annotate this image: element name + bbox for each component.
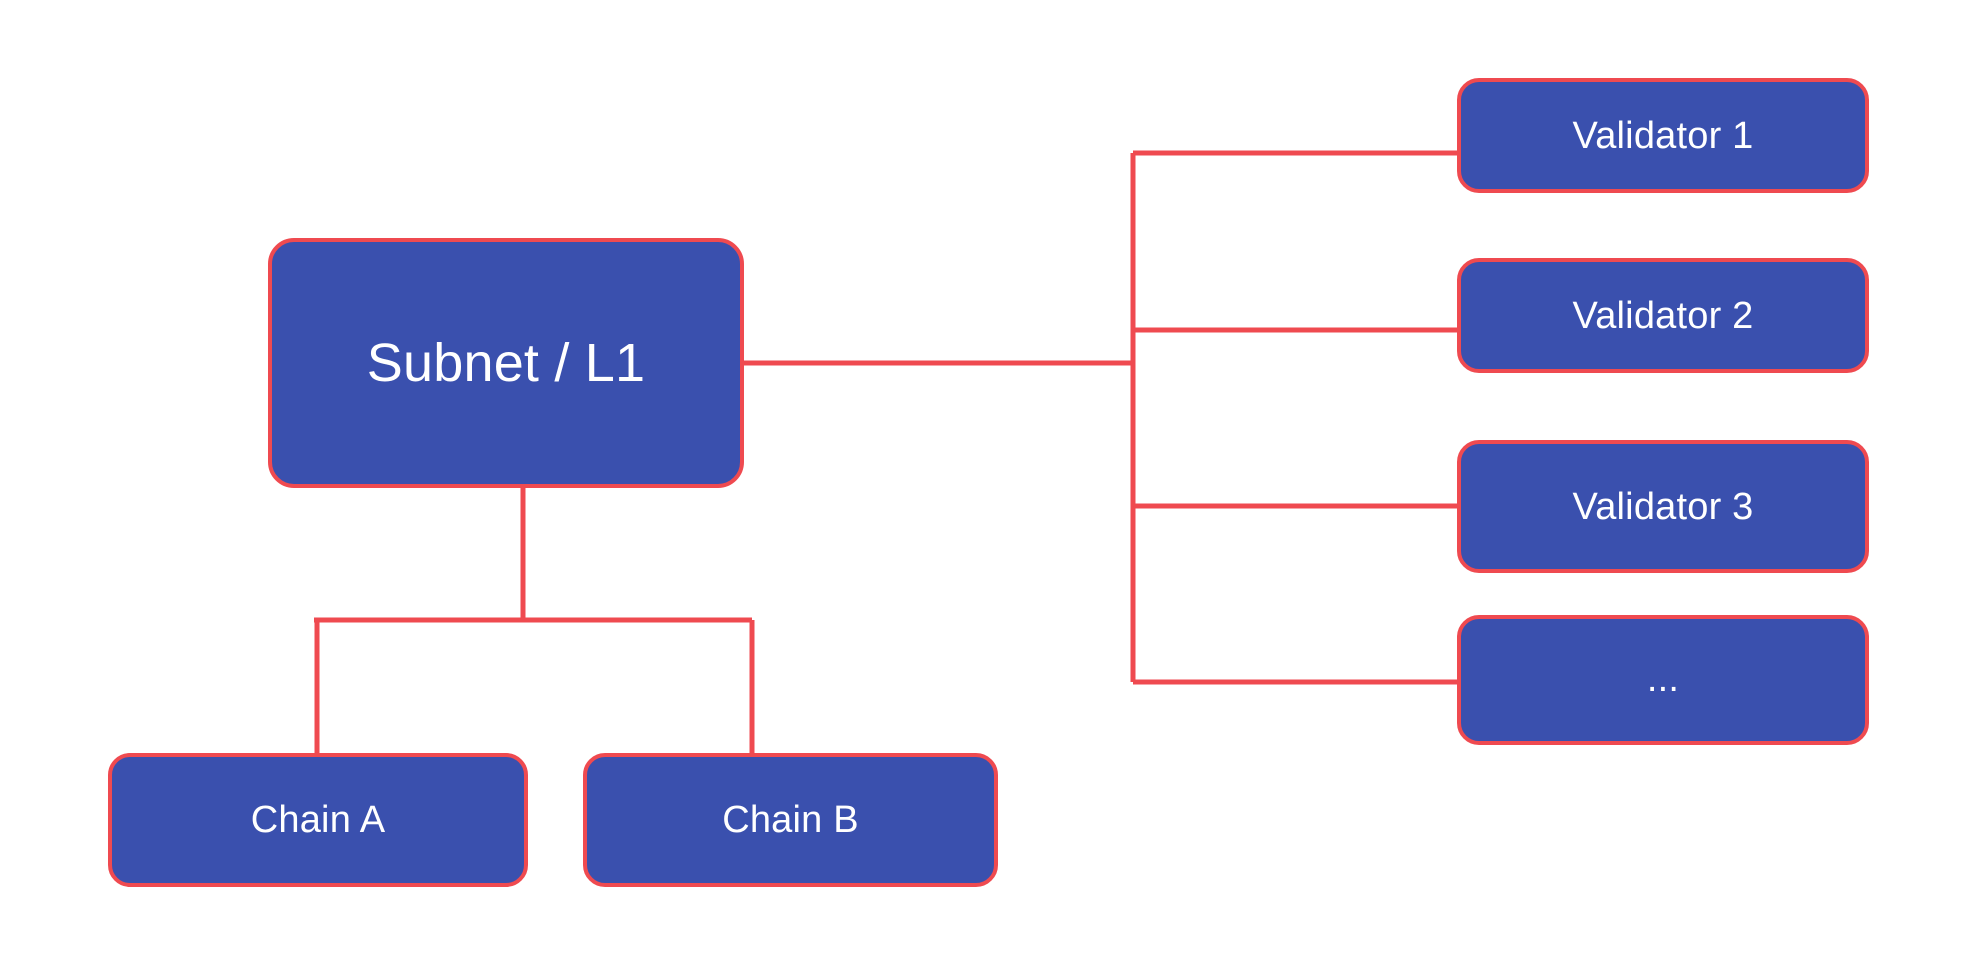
node-validator-more[interactable]: ...	[1457, 615, 1869, 745]
node-chain-b-label: Chain B	[722, 799, 859, 841]
node-validator-2-label: Validator 2	[1572, 294, 1754, 337]
node-chain-b[interactable]: Chain B	[583, 753, 998, 887]
node-validator-3-label: Validator 3	[1572, 485, 1754, 528]
node-validator-more-label: ...	[1646, 658, 1680, 701]
node-validator-2[interactable]: Validator 2	[1457, 258, 1869, 373]
node-validator-1-label: Validator 1	[1572, 114, 1754, 157]
node-subnet-label: Subnet / L1	[366, 333, 646, 393]
node-subnet[interactable]: Subnet / L1	[268, 238, 744, 488]
node-validator-3[interactable]: Validator 3	[1457, 440, 1869, 573]
node-validator-1[interactable]: Validator 1	[1457, 78, 1869, 193]
node-chain-a-label: Chain A	[250, 799, 386, 841]
node-chain-a[interactable]: Chain A	[108, 753, 528, 887]
